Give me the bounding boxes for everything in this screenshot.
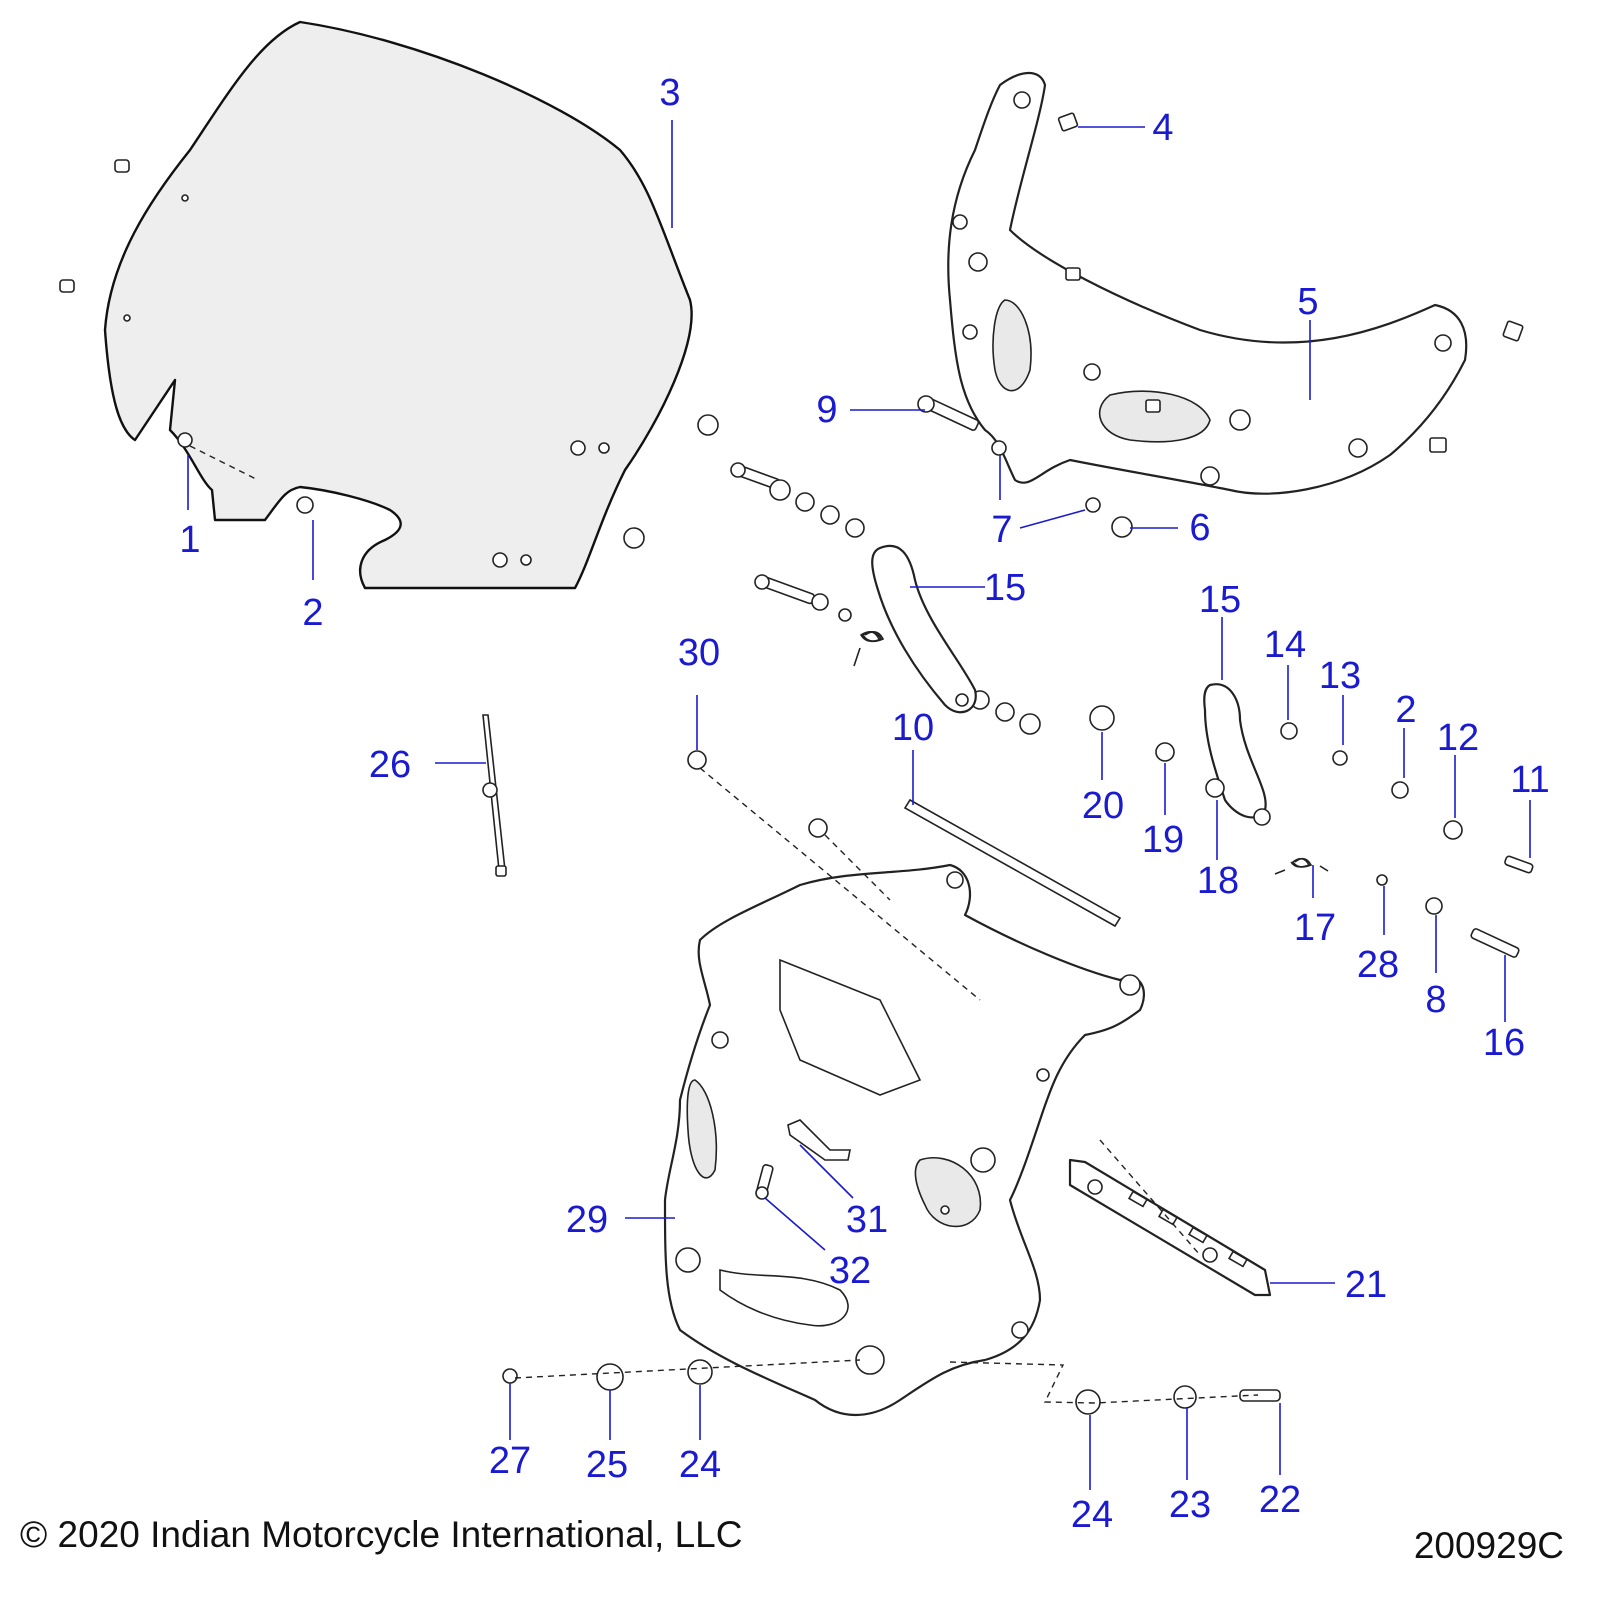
callout-30: 30 [678, 632, 720, 674]
callout-13: 13 [1319, 655, 1361, 697]
callout-10: 10 [892, 707, 934, 749]
callout-23: 23 [1169, 1484, 1211, 1526]
callout-29: 29 [566, 1199, 608, 1241]
windshield [103, 20, 693, 590]
callout-11: 11 [1510, 759, 1549, 801]
frame-clip-and-screw [755, 1119, 851, 1200]
callout-17: 17 [1294, 907, 1336, 949]
callout-25: 25 [586, 1444, 628, 1486]
callout-24b: 24 [1071, 1494, 1113, 1536]
copyright-notice: © 2020 Indian Motorcycle International, … [20, 1514, 743, 1555]
callout-2: 2 [302, 592, 323, 634]
callout-31: 31 [846, 1199, 888, 1241]
callout-19: 19 [1142, 819, 1184, 861]
hardware-upper [623, 395, 1133, 735]
spring-left [853, 631, 885, 667]
windshield-bracket [947, 71, 1468, 495]
callout-32: 32 [829, 1250, 871, 1292]
callout-3: 3 [659, 72, 680, 114]
callouts: 1 2 3 4 5 6 7 8 9 10 11 12 13 14 15 15 1… [179, 72, 1549, 1536]
callout-9: 9 [816, 389, 837, 431]
callout-1: 1 [179, 519, 200, 561]
callout-2b: 2 [1395, 689, 1416, 731]
callout-21: 21 [1345, 1264, 1387, 1306]
callout-16: 16 [1483, 1022, 1525, 1064]
cable-tie [482, 714, 507, 877]
callout-18: 18 [1197, 860, 1239, 902]
callout-12: 12 [1437, 717, 1479, 759]
screws-30 [687, 750, 828, 838]
hardware-bottom [502, 1359, 1281, 1415]
leader-lines [187, 120, 1531, 1490]
callout-7: 7 [991, 509, 1012, 551]
windshield-screws [59, 159, 130, 293]
callout-6: 6 [1189, 507, 1210, 549]
callout-28: 28 [1357, 944, 1399, 986]
callout-5: 5 [1297, 281, 1318, 323]
pivot-shaft [903, 798, 1122, 928]
callout-20: 20 [1082, 785, 1124, 827]
callout-8: 8 [1425, 979, 1446, 1021]
bracket-nuts [1057, 112, 1524, 453]
callout-27: 27 [489, 1440, 531, 1482]
adjuster-arm-left [871, 544, 977, 714]
callout-14: 14 [1264, 624, 1306, 666]
hardware-right [1089, 705, 1534, 958]
callout-26: 26 [369, 744, 411, 786]
adjuster-arm-right [1203, 683, 1271, 826]
fairing-frame [663, 863, 1145, 1417]
mounting-strip [1068, 1158, 1272, 1297]
callout-24: 24 [679, 1444, 721, 1486]
assembly-lines [189, 445, 1259, 1404]
callout-4: 4 [1152, 107, 1173, 149]
drawing-number: 200929C [1413, 1525, 1564, 1566]
callout-15b: 15 [1199, 579, 1241, 621]
callout-15: 15 [984, 567, 1026, 609]
callout-22: 22 [1259, 1479, 1301, 1521]
